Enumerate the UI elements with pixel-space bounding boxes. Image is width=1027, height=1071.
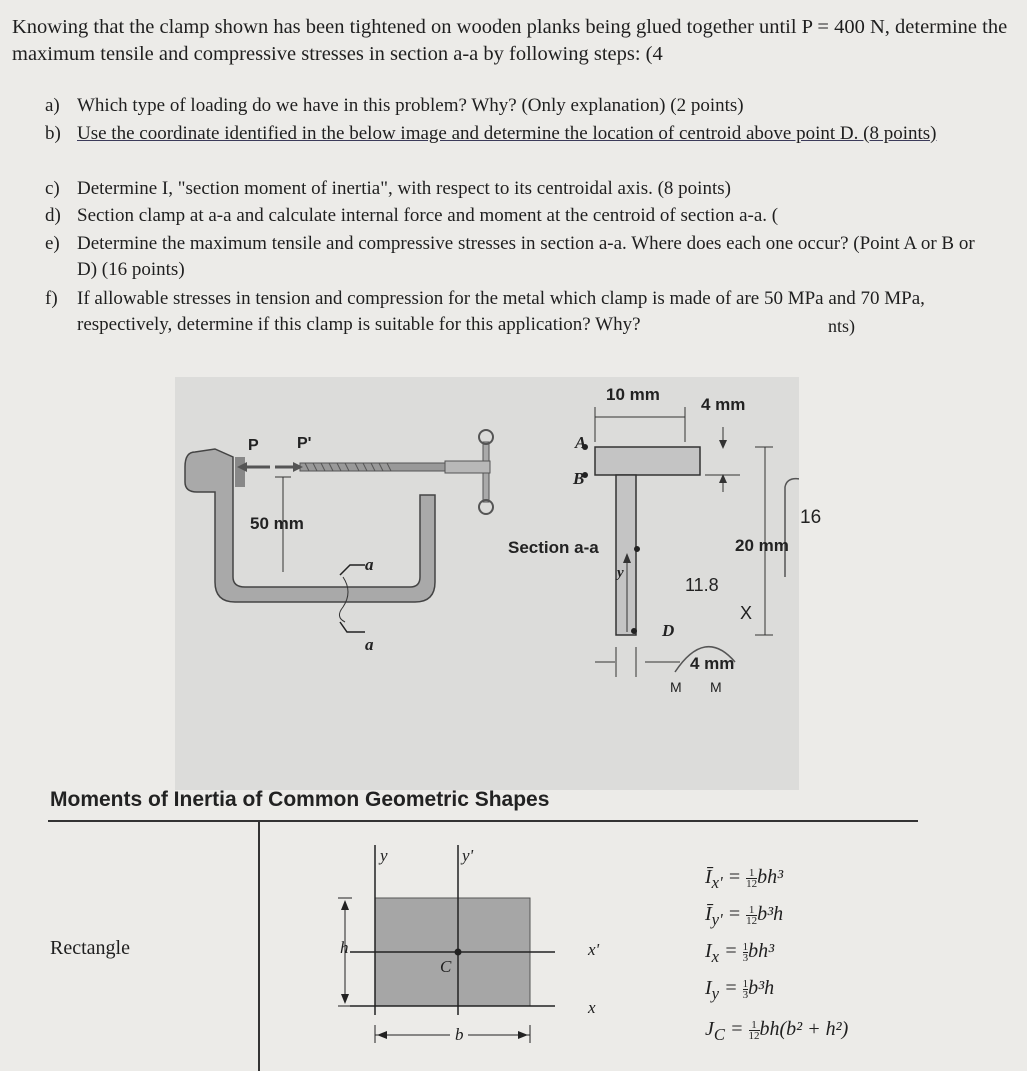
dim-4mm-top: 4 mm (701, 395, 746, 414)
label-a-top: a (365, 555, 374, 574)
dim-20mm: 20 mm (735, 536, 789, 555)
axis-x-prime: x' (588, 940, 600, 959)
question-e: e) Determine the maximum tensile and comp… (45, 231, 997, 283)
dim-h: h (340, 938, 349, 957)
question-text: Section clamp at a-a and calculate inter… (77, 205, 779, 226)
handwritten-11-8: 11.8 (685, 575, 719, 595)
question-label: a) (45, 95, 60, 116)
problem-intro: Knowing that the clamp shown has been ti… (12, 16, 1008, 65)
label-Pprime: P' (297, 435, 312, 452)
question-f: f) If allowable stresses in tension and c… (45, 286, 997, 338)
label-D: D (662, 621, 675, 640)
question-b: b) Use the coordinate identified in the b… (45, 121, 997, 147)
label-P: P (248, 437, 259, 454)
axis-y: y (380, 846, 388, 865)
label-B: B (573, 469, 585, 488)
clamp-drawing (184, 407, 801, 677)
question-text: Which type of loading do we have in this… (77, 95, 744, 116)
dim-b: b (455, 1025, 464, 1044)
shape-label: Rectangle (50, 937, 130, 959)
trailing-points: nts) (828, 316, 855, 336)
centroid-C: C (440, 957, 452, 976)
table-column-divider (258, 822, 260, 1071)
clamp-figure: 10 mm 4 mm P P' A B 50 mm Section a-a 20… (175, 377, 821, 790)
section-label: Section a-a (508, 538, 599, 557)
question-label: f) (45, 288, 58, 309)
label-y: y (617, 565, 624, 581)
dim-4mm-bottom: 4 mm (690, 654, 735, 673)
label-A: A (575, 433, 587, 452)
question-text: Use the coordinate identified in the bel… (77, 123, 937, 144)
question-text: Determine I, "section moment of inertia"… (77, 178, 731, 199)
axis-x: x (588, 998, 596, 1017)
question-label: b) (45, 123, 61, 144)
rectangle-diagram (338, 845, 555, 1043)
handwritten-m1: M (670, 679, 682, 695)
axis-y-prime: y' (462, 846, 474, 865)
question-label: e) (45, 233, 60, 254)
dim-50mm: 50 mm (250, 514, 304, 533)
handwritten-x: X (740, 603, 753, 623)
handwritten-16: 16 (800, 507, 822, 528)
question-label: d) (45, 205, 61, 226)
table-divider (48, 820, 918, 822)
question-c: c) Determine I, "section moment of inerti… (45, 176, 997, 202)
dim-10mm: 10 mm (606, 385, 660, 404)
inertia-table-title: Moments of Inertia of Common Geometric S… (50, 788, 550, 811)
handwritten-m2: M (710, 679, 722, 695)
question-label: c) (45, 178, 60, 199)
question-text: Determine the maximum tensile and compre… (77, 233, 975, 280)
question-a: a) Which type of loading do we have in th… (45, 93, 997, 119)
label-a-bottom: a (365, 635, 374, 654)
question-d: d) Section clamp at a-a and calculate int… (45, 203, 997, 229)
question-text: If allowable stresses in tension and com… (77, 288, 925, 335)
